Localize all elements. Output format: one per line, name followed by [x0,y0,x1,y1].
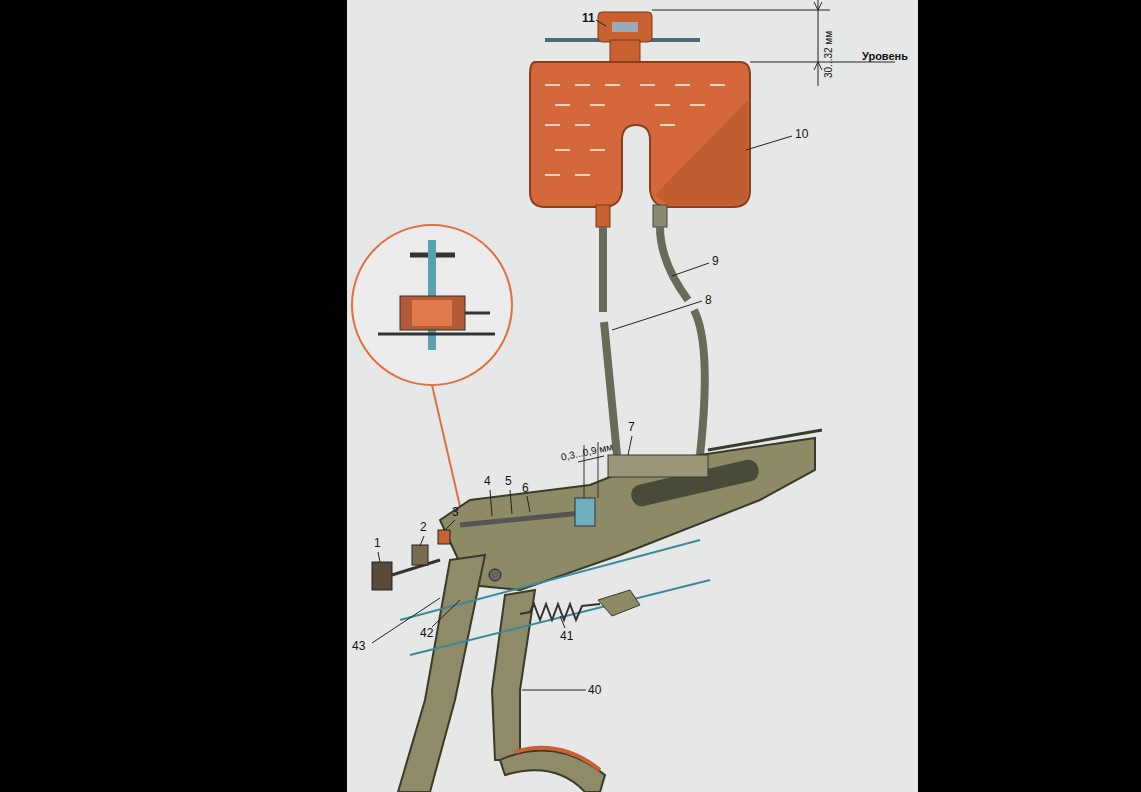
callout-number: 3 [452,506,459,519]
dimension-label: 30...32 мм [823,31,834,78]
callout-number: 7 [628,421,635,434]
callout-number: 8 [705,294,712,307]
callout-number: 11 [582,12,595,25]
callout-number: 10 [795,128,808,141]
callout-number: 5 [505,475,512,488]
callout-number: 41 [560,630,573,643]
callout-number: 1 [374,537,381,550]
callout-number: 40 [588,684,601,697]
callout-number: 4 [484,475,491,488]
callout-number: 43 [352,640,365,653]
callout-number: 9 [712,255,719,268]
level-label: Уровень [862,50,908,62]
callout-number: 6 [522,482,529,495]
callout-number: 2 [420,521,427,534]
callout-number: 42 [420,627,433,640]
